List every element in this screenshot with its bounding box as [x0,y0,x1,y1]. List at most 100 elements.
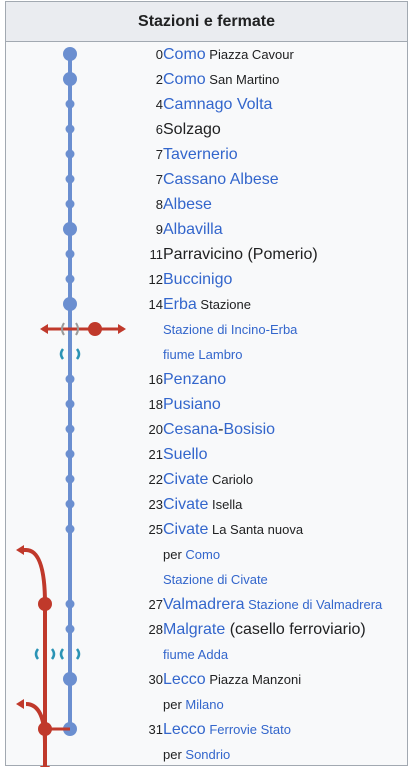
station-text: per [163,547,186,562]
station-link[interactable]: Penzano [163,371,227,388]
station-dot-large [63,72,77,86]
station-label: Cesana-Bosisio [163,417,275,442]
station-label: Buccinigo [163,267,232,292]
km-marker: 2 [155,72,163,87]
arrow-left-icon [16,699,24,709]
station-dot-small [65,199,75,209]
station-dot-small [65,499,75,509]
km-marker: 7 [155,147,163,162]
station-label: per Como [163,542,220,567]
station-link[interactable]: Sondrio [185,747,231,762]
station-link[interactable]: Valmadrera [163,596,245,613]
km-marker: 21 [148,447,163,462]
station-dot-small [65,524,75,534]
station-link[interactable]: Cassano Albese [163,171,279,188]
station-label: Valmadrera Stazione di Valmadrera [163,592,382,617]
station-link[interactable]: Tavernerio [163,146,238,163]
station-dot-small [65,449,75,459]
station-link[interactable]: Pusiano [163,396,221,413]
station-link[interactable]: Lecco [163,671,206,688]
station-dot-small [65,174,75,184]
station-link[interactable]: Civate [163,521,209,538]
station-link[interactable]: Albavilla [163,221,223,238]
station-row: per Sondrio [6,742,409,767]
station-link[interactable]: Albese [163,196,212,213]
km-marker: 16 [148,372,163,387]
km-marker: 12 [148,272,163,287]
branch-curve [25,548,47,605]
station-label: Pusiano [163,392,221,417]
station-link[interactable]: Stazione di Incino-Erba [163,322,298,337]
station-label: Stazione di Incino-Erba [163,317,297,342]
station-row: per Milano [6,692,409,717]
route-diagram [16,47,126,767]
station-dot-small [65,124,75,134]
station-label: fiume Lambro [163,342,242,367]
station-link[interactable]: Como [163,46,206,63]
station-link[interactable]: Como [163,71,206,88]
km-marker: 22 [148,472,163,487]
station-dot-small [65,474,75,484]
station-text: La Santa nuova [208,522,304,537]
station-dot-large [63,672,77,686]
arrow-left-icon [40,324,48,334]
station-label: Camnago Volta [163,92,272,117]
station-text: Solzago [163,121,221,138]
arrow-down-icon [40,766,50,767]
station-link[interactable]: fiume Lambro [163,347,243,362]
station-link[interactable]: Civate [163,471,209,488]
station-row: fiume Lambro [6,342,409,367]
station-label: Penzano [163,367,226,392]
station-dot-large [63,222,77,236]
station-link[interactable]: Suello [163,446,208,463]
km-marker: 25 [148,522,163,537]
station-link[interactable]: Como [185,547,221,562]
station-link[interactable]: Ferrovie Stato [205,722,291,737]
station-link[interactable]: Stazione di Civate [163,572,268,587]
station-link[interactable]: Milano [185,697,224,712]
station-dot-small [65,99,75,109]
station-label: Civate La Santa nuova [163,517,303,542]
station-link[interactable]: fiume Adda [163,647,229,662]
station-link[interactable]: Lecco [163,721,206,738]
station-link[interactable]: Cesana [163,421,219,438]
station-label: Malgrate (casello ferroviario) [163,617,366,642]
km-marker: 9 [155,222,163,237]
station-label: Stazione di Civate [163,567,268,592]
station-text: Piazza Manzoni [205,672,302,687]
station-link[interactable]: Bosisio [223,421,276,438]
station-link[interactable]: Buccinigo [163,271,233,288]
km-marker: 14 [148,297,163,312]
km-marker: 31 [148,722,163,737]
km-marker: 0 [155,47,163,62]
station-row: Stazione di Incino-Erba [6,317,409,342]
station-text: San Martino [205,72,280,87]
station-link[interactable]: Camnago Volta [163,96,273,113]
station-label: Tavernerio [163,142,238,167]
station-dot-small [65,149,75,159]
station-link[interactable]: Erba [163,296,197,313]
station-dot-large [63,47,77,61]
station-text: per [163,697,186,712]
station-link[interactable]: Malgrate [163,621,226,638]
station-text: Stazione [196,297,251,312]
station-link[interactable]: Stazione di Valmadrera [244,597,383,612]
station-link[interactable]: Civate [163,496,209,513]
